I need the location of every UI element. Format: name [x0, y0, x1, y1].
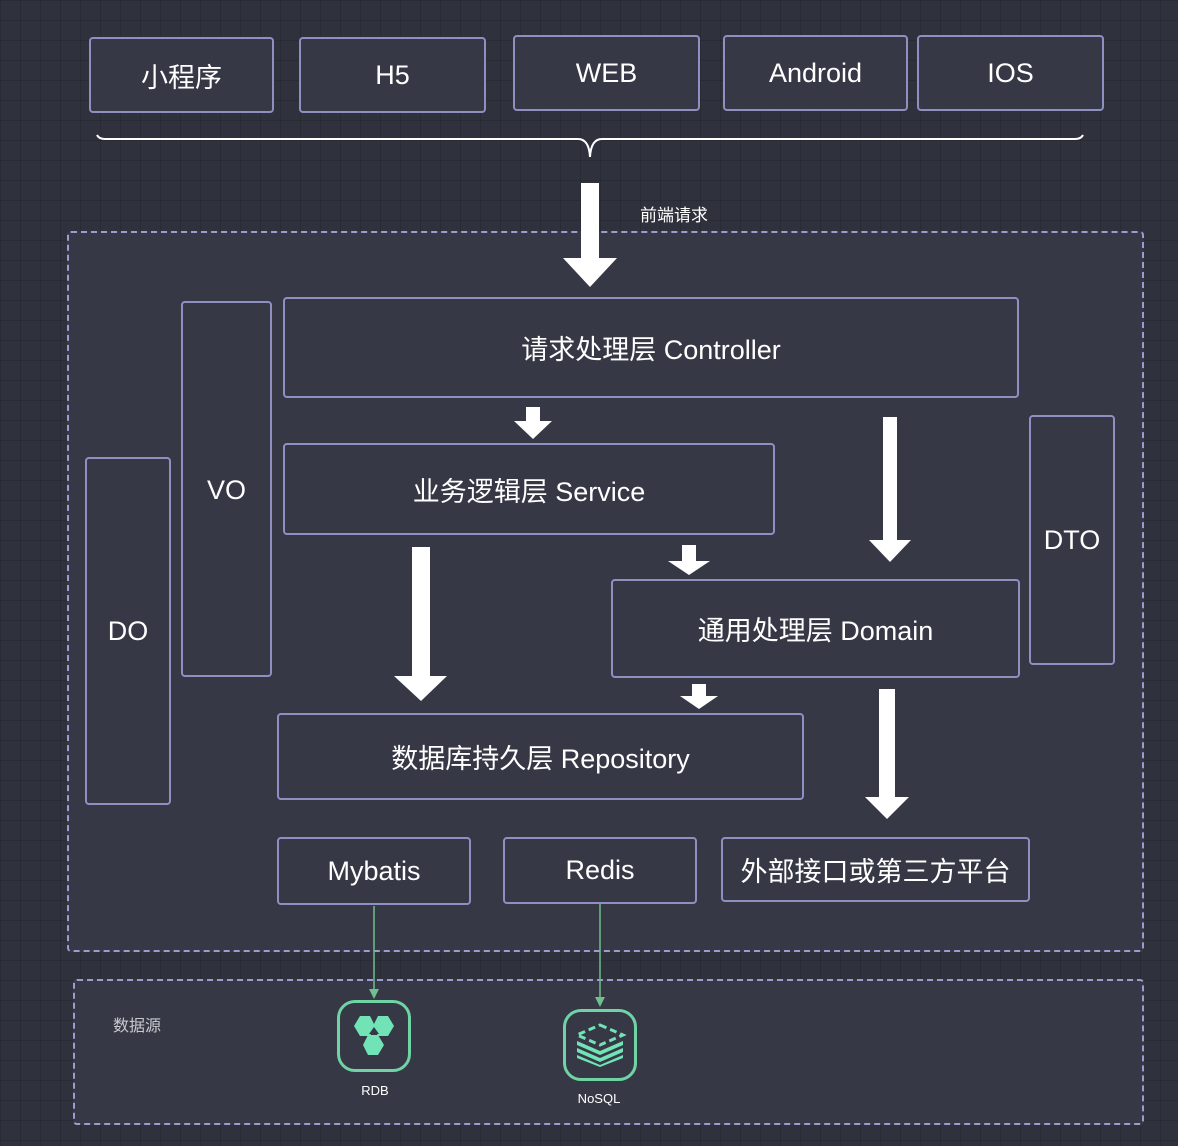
controller-layer: 请求处理层 Controller — [283, 297, 1019, 398]
vo-box: VO — [181, 301, 272, 677]
client-web: WEB — [513, 35, 700, 111]
vo-label: VO — [206, 475, 246, 505]
client-android: Android — [723, 35, 908, 111]
client-h5: H5 — [299, 37, 486, 113]
controller-label: 请求处理层 Controller — [521, 335, 781, 365]
do-box: DO — [85, 457, 171, 805]
do-label: DO — [107, 615, 149, 646]
repository-label: 数据库持久层 Repository — [391, 744, 690, 774]
client-label: 小程序 — [141, 62, 222, 93]
client-miniprogram: 小程序 — [89, 37, 274, 113]
client-label: Android — [768, 57, 863, 88]
mybatis-box: Mybatis — [277, 837, 471, 905]
service-label: 业务逻辑层 Service — [412, 476, 646, 507]
client-brace — [96, 134, 1084, 158]
hexagon-cluster-icon — [354, 1016, 394, 1055]
redis-box: Redis — [503, 837, 697, 904]
nosql-label: NoSQL — [577, 1091, 621, 1106]
domain-layer: 通用处理层 Domain — [611, 579, 1020, 678]
datasource-title: 数据源 — [113, 1018, 162, 1035]
nosql-node — [563, 1009, 637, 1081]
domain-label: 通用处理层 Domain — [697, 616, 934, 646]
mybatis-label: Mybatis — [327, 855, 421, 886]
external-platform-box: 外部接口或第三方平台 — [721, 837, 1030, 902]
repository-layer: 数据库持久层 Repository — [277, 713, 804, 800]
service-layer: 业务逻辑层 Service — [283, 443, 775, 535]
client-label: IOS — [987, 57, 1034, 88]
external-label: 外部接口或第三方平台 — [740, 857, 1011, 887]
dto-label: DTO — [1043, 524, 1101, 555]
dto-box: DTO — [1029, 415, 1115, 665]
redis-label: Redis — [565, 855, 635, 885]
rdb-label: RDB — [361, 1083, 389, 1098]
client-label: H5 — [375, 59, 410, 90]
client-label: WEB — [575, 57, 638, 88]
stacked-layers-icon — [573, 1023, 627, 1067]
client-ios: IOS — [917, 35, 1104, 111]
rdb-node — [337, 1000, 411, 1072]
request-label: 前端请求 — [640, 206, 708, 225]
